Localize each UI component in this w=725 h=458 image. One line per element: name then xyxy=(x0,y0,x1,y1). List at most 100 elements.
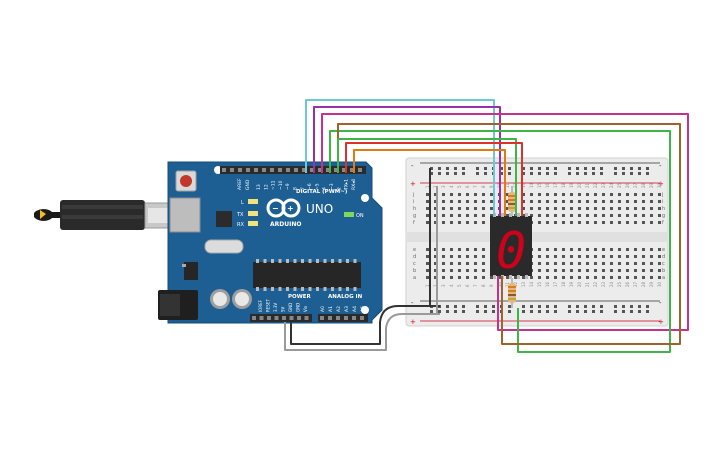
svg-text:e: e xyxy=(413,247,416,253)
svg-text:23: 23 xyxy=(601,182,606,188)
digital-pin-label: ~6 xyxy=(307,183,313,190)
header-pin[interactable] xyxy=(294,168,298,172)
header-pin[interactable] xyxy=(334,168,338,172)
header-pin[interactable] xyxy=(318,168,322,172)
gnd-label: GND xyxy=(245,179,251,190)
header-pin[interactable] xyxy=(310,168,314,172)
header-pin[interactable] xyxy=(270,168,274,172)
header-pin[interactable] xyxy=(342,168,346,172)
svg-text:22: 22 xyxy=(593,281,598,287)
wire-brown[interactable] xyxy=(337,123,681,345)
header-pin[interactable] xyxy=(246,168,250,172)
digital-pin-label: ~3 xyxy=(329,183,335,190)
svg-text:1: 1 xyxy=(425,284,430,287)
header-pin[interactable] xyxy=(286,168,290,172)
wires[interactable] xyxy=(284,99,689,353)
power-pin[interactable] xyxy=(282,316,286,320)
header-pin[interactable] xyxy=(238,168,242,172)
seven-segment-display[interactable]: 0 xyxy=(490,213,532,280)
svg-text:13: 13 xyxy=(521,182,526,188)
resistor-bottom[interactable] xyxy=(508,278,516,308)
svg-text:26: 26 xyxy=(625,281,630,287)
analog-pin[interactable] xyxy=(352,316,356,320)
header-pin[interactable] xyxy=(262,168,266,172)
svg-text:30: 30 xyxy=(657,281,662,287)
header-pin[interactable] xyxy=(278,168,282,172)
analog-pin[interactable] xyxy=(320,316,324,320)
crystal-oscillator xyxy=(204,239,244,254)
header-pin[interactable] xyxy=(350,168,354,172)
svg-text:17: 17 xyxy=(553,182,558,188)
power-pin[interactable] xyxy=(304,316,309,320)
header-pin[interactable] xyxy=(358,168,362,172)
wire-green-2[interactable] xyxy=(337,138,517,216)
arduino-logo: − + xyxy=(266,198,301,218)
wire-5v-gray[interactable] xyxy=(284,313,440,351)
voltage-regulator xyxy=(184,262,198,280)
svg-text:9: 9 xyxy=(489,284,494,287)
svg-text:9: 9 xyxy=(489,185,494,188)
analog-pin[interactable] xyxy=(328,316,332,320)
svg-text:16: 16 xyxy=(545,281,550,287)
header-pin[interactable] xyxy=(302,168,306,172)
power-pin[interactable] xyxy=(252,316,256,320)
rail-plus-top-right: + xyxy=(658,180,664,188)
header-pin[interactable] xyxy=(254,168,258,172)
digital-header[interactable] xyxy=(220,166,366,174)
analog-pin[interactable] xyxy=(360,316,364,320)
breadboard-holes[interactable] xyxy=(426,167,661,313)
wire-gnd-black[interactable] xyxy=(290,305,440,345)
power-jack[interactable] xyxy=(158,290,198,320)
svg-text:d: d xyxy=(662,254,665,260)
svg-text:18: 18 xyxy=(561,281,566,287)
analog-header[interactable] xyxy=(318,314,368,322)
rail-plus-bottom-right: + xyxy=(658,318,664,326)
wire-cyan[interactable] xyxy=(305,99,495,216)
svg-text:2: 2 xyxy=(433,284,438,287)
wire-red[interactable] xyxy=(345,142,523,216)
svg-text:29: 29 xyxy=(649,281,654,287)
usb-cable[interactable] xyxy=(34,200,181,230)
wire-purple[interactable] xyxy=(313,106,501,216)
board-brand: ARDUINO xyxy=(270,221,301,228)
svg-text:27: 27 xyxy=(633,182,638,188)
wire-magenta[interactable] xyxy=(321,113,689,331)
svg-text:22: 22 xyxy=(593,182,598,188)
resistor-top[interactable] xyxy=(508,186,516,218)
power-label: POWER xyxy=(288,294,312,300)
svg-text:23: 23 xyxy=(601,281,606,287)
analog-pin-label: A0 xyxy=(320,306,326,312)
digital-label: DIGITAL (PWM~) xyxy=(296,189,348,195)
power-pin[interactable] xyxy=(267,316,271,320)
svg-text:20: 20 xyxy=(577,281,582,287)
power-pin-label: 5V xyxy=(281,306,286,312)
power-pin[interactable] xyxy=(274,316,279,320)
svg-text:2: 2 xyxy=(433,185,438,188)
power-header[interactable] xyxy=(250,314,312,322)
wire-orange[interactable] xyxy=(353,149,506,216)
svg-text:14: 14 xyxy=(529,281,534,287)
svg-text:28: 28 xyxy=(641,182,646,188)
analog-pin[interactable] xyxy=(344,316,348,320)
header-pin[interactable] xyxy=(230,168,234,172)
svg-text:b: b xyxy=(662,268,665,274)
analog-pin[interactable] xyxy=(336,316,340,320)
svg-text:15: 15 xyxy=(537,182,542,188)
power-pin[interactable] xyxy=(297,316,301,320)
svg-text:8: 8 xyxy=(481,185,486,188)
power-pin[interactable] xyxy=(289,316,294,320)
power-pin-label: 3.3V xyxy=(273,303,278,312)
svg-text:15: 15 xyxy=(537,281,542,287)
svg-text:20: 20 xyxy=(577,182,582,188)
header-pin[interactable] xyxy=(222,168,226,172)
reset-button[interactable] xyxy=(175,170,197,192)
power-pin[interactable] xyxy=(259,316,264,320)
rail-plus-bottom-left: + xyxy=(410,318,416,326)
svg-text:21: 21 xyxy=(585,182,590,188)
header-pin[interactable] xyxy=(326,168,330,172)
